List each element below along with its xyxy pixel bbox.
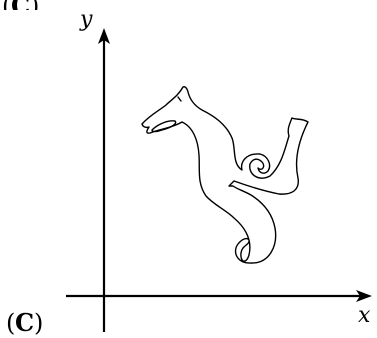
panel-label: ( C ) <box>6 308 43 337</box>
panel-label-letter: C <box>15 308 34 337</box>
curve-eye-loop <box>151 120 177 133</box>
y-axis-label: y <box>79 7 93 32</box>
top-partial-panel-label: ( C ) <box>2 0 39 20</box>
x-axis-label: x <box>358 303 371 328</box>
curve-outline <box>141 86 309 264</box>
svg-text:C: C <box>11 0 30 20</box>
panel-label-close: ) <box>34 309 43 337</box>
x-axis-arrowhead <box>356 290 372 302</box>
triskelion-curve-icon <box>141 86 309 264</box>
svg-text:): ) <box>30 0 39 20</box>
y-axis-arrowhead <box>98 28 110 44</box>
curve-head-tick <box>177 96 182 102</box>
y-axis: y <box>79 7 110 332</box>
top-panel-label-text: ( <box>2 0 11 20</box>
panel-label-open: ( <box>6 309 15 337</box>
x-axis: x <box>66 290 372 328</box>
